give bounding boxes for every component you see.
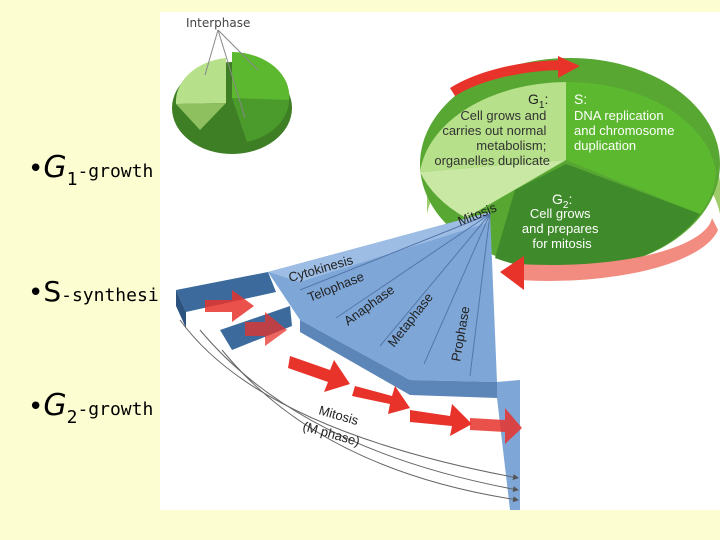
- bullet-s: •S-synthesis: [28, 275, 170, 308]
- interphase-leader-lines: [204, 29, 259, 119]
- phase-dividers: [299, 213, 491, 377]
- g1-description: Cell grows and carries out normal metabo…: [434, 108, 550, 168]
- s-slice: [566, 81, 716, 172]
- interphase-big-pie: [420, 58, 720, 271]
- m-phase-label: Mitosis (M phase): [301, 402, 361, 449]
- small-pie-g1-slice: [175, 58, 226, 104]
- bullet-text: -synthesis: [61, 285, 170, 306]
- bullet-letter: G: [43, 150, 67, 185]
- g2-description: Cell grows and prepares for mitosis: [522, 206, 602, 251]
- cycle-arrows: [450, 56, 718, 290]
- bullet-subscript: 2: [66, 407, 78, 428]
- g2-slice: [495, 164, 700, 271]
- bullet-letter: S: [43, 275, 62, 308]
- interphase-label: Interphase: [186, 16, 250, 30]
- s-description: DNA replication and chromosome duplicati…: [574, 108, 678, 153]
- interphase-small-pie: [172, 52, 292, 154]
- bullet-dot: •: [28, 154, 44, 184]
- g1-slice: [420, 82, 566, 172]
- bullet-dot: •: [28, 278, 44, 308]
- bullet-letter: G: [43, 388, 67, 423]
- cell-cycle-figure: Interphase: [160, 12, 720, 510]
- s-title: S:: [574, 91, 587, 107]
- g1-title: G1:: [528, 91, 548, 111]
- bullet-subscript: 1: [66, 169, 78, 190]
- mitosis-span-arrows: [179, 319, 519, 503]
- small-pie-g2-slice: [232, 98, 289, 142]
- mitosis-fan: [176, 212, 520, 510]
- bullet-dot: •: [28, 392, 44, 422]
- g2-title: G2:: [552, 191, 572, 211]
- cell-cycle-diagram: Interphase: [172, 16, 720, 510]
- mitosis-arrows: [205, 290, 522, 444]
- small-pie-s-slice: [232, 52, 290, 105]
